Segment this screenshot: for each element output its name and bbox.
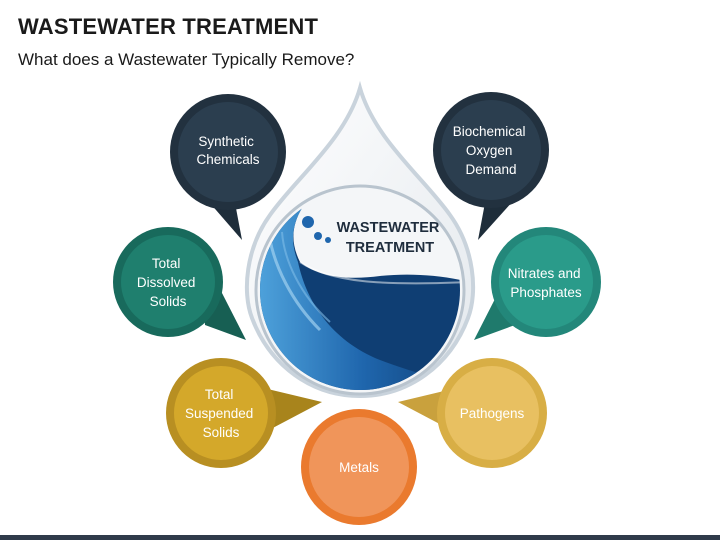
item-nitrates-phosphates: Nitrates and Phosphates <box>474 227 601 340</box>
item-label-4: Total Suspended Solids <box>185 387 257 440</box>
item-total-dissolved-solids: Total Dissolved Solids <box>113 227 246 340</box>
item-label-1: Biochemical Oxygen Demand <box>453 124 530 177</box>
item-synthetic-chemicals: Synthetic Chemicals <box>170 94 286 240</box>
item-label-0: Synthetic Chemicals <box>196 134 259 167</box>
water-droplet-icon <box>314 232 322 240</box>
wave-illustration <box>260 207 460 390</box>
water-droplet-icon <box>325 237 331 243</box>
item-pathogens: Pathogens <box>398 358 547 468</box>
item-biochemical-oxygen-demand: Biochemical Oxygen Demand <box>433 92 549 240</box>
item-label-2: Total Dissolved Solids <box>137 256 199 309</box>
footer-bar <box>0 535 720 540</box>
item-label-3: Nitrates and Phosphates <box>508 266 585 300</box>
item-total-suspended-solids: Total Suspended Solids <box>166 358 322 468</box>
water-droplet-icon <box>302 216 314 228</box>
center-label: WASTEWATER TREATMENT <box>337 220 444 256</box>
water-drop: WASTEWATER TREATMENT <box>244 80 476 399</box>
item-label-6: Metals <box>339 460 379 475</box>
page-title: WASTEWATER TREATMENT <box>18 14 319 39</box>
item-metals: Metals <box>301 409 417 525</box>
item-label-5: Pathogens <box>460 406 525 421</box>
page-subtitle: What does a Wastewater Typically Remove? <box>18 50 355 69</box>
